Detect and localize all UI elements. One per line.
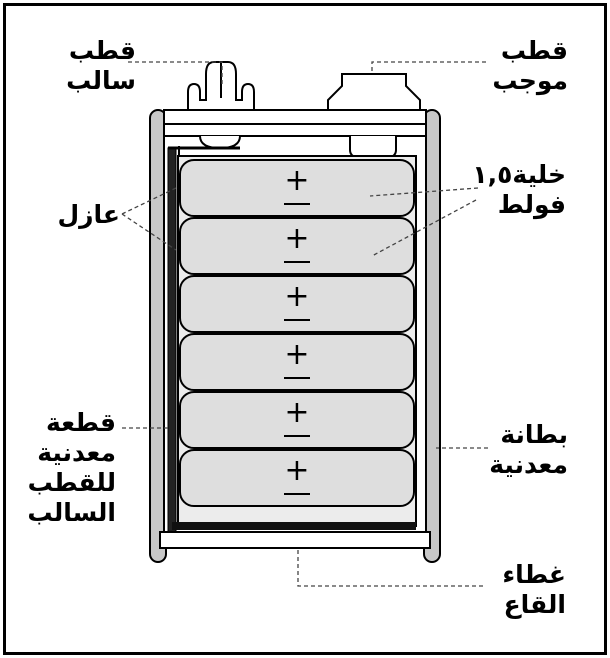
label-negative-terminal: قطب سالب — [66, 36, 136, 96]
label-line: قطب — [68, 36, 136, 65]
label-negative-plate: قطعة معدنية للقطب السالب — [27, 408, 116, 528]
cell — [179, 159, 415, 217]
cell-plus-sign: + — [284, 221, 309, 256]
label-line: السالب — [27, 498, 116, 527]
label-line: قطعة — [46, 408, 116, 437]
label-line: قطب — [500, 36, 568, 65]
label-line: سالب — [66, 66, 136, 95]
cells-group: + + + + + + — [179, 159, 415, 507]
label-line: موجب — [492, 66, 568, 95]
cell — [179, 217, 415, 275]
label-line: القاع — [503, 590, 566, 619]
label-bottom-cover: غطاء القاع — [502, 560, 566, 620]
cell-plus-sign: + — [284, 279, 309, 314]
label-metal-liner: بطانة معدنية — [489, 420, 568, 480]
label-line: بطانة — [500, 420, 568, 449]
diagram-frame — [3, 3, 607, 655]
label-line: معدنية — [37, 438, 116, 467]
cell-plus-sign: + — [284, 163, 309, 198]
bottom-cover — [159, 531, 431, 549]
cell — [179, 449, 415, 507]
label-line: خلية١,٥ — [472, 160, 566, 189]
label-cell: خلية١,٥ فولط — [472, 160, 566, 220]
leader-lines — [121, 61, 488, 587]
label-line: معدنية — [489, 450, 568, 479]
label-line: للقطب — [27, 468, 116, 497]
cell-plus-sign: + — [284, 453, 309, 488]
negative-plate — [167, 147, 177, 533]
cell — [179, 333, 415, 391]
label-line: غطاء — [502, 560, 566, 589]
cell-plus-sign: + — [284, 337, 309, 372]
bottom-strip — [172, 522, 416, 530]
top-plate — [163, 123, 427, 137]
negative-terminal-shape — [187, 61, 255, 150]
cell — [179, 391, 415, 449]
label-line: فولط — [497, 190, 566, 219]
cell-plus-sign: + — [284, 395, 309, 430]
label-line: عازل — [57, 200, 120, 229]
label-insulator: عازل — [57, 200, 120, 230]
cell — [179, 275, 415, 333]
label-positive-terminal: قطب موجب — [492, 36, 568, 96]
